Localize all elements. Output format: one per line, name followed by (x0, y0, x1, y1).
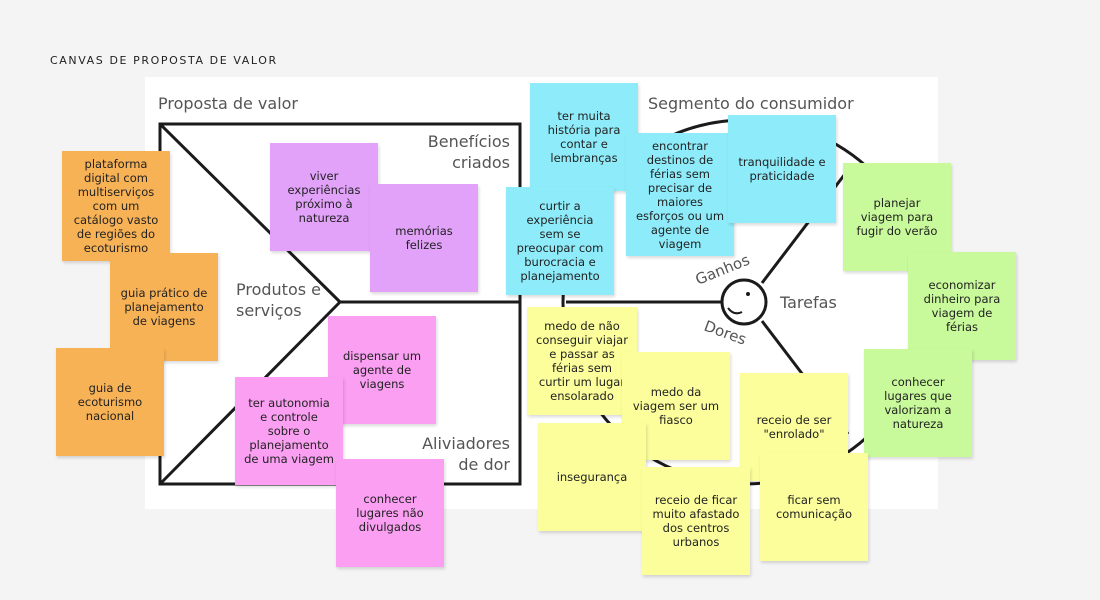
sticky-note-job[interactable]: conhecer lugares que valorizam a naturez… (864, 349, 972, 457)
gain-creators-label: Benefícios criados (427, 132, 510, 172)
products-services-label: Produtos e serviços (236, 280, 322, 320)
sticky-note-pain-reliever[interactable]: ter autonomia e controle sobre o planeja… (235, 377, 343, 485)
sticky-note-gain-creator[interactable]: viver experiências próximo à natureza (270, 143, 378, 251)
sticky-note-pain[interactable]: medo de não conseguir viajar e passar as… (527, 307, 637, 415)
sticky-note-gain[interactable]: ter muita história para contar e lembran… (530, 83, 638, 191)
page-title: CANVAS DE PROPOSTA DE VALOR (50, 54, 278, 67)
sticky-note-pain[interactable]: ficar sem comunicação (760, 453, 868, 561)
sticky-note-gain-creator[interactable]: memórias felizes (370, 184, 478, 292)
customer-segment-label: Segmento do consumidor (648, 94, 854, 113)
sticky-note-pain[interactable]: insegurança (538, 423, 646, 531)
value-proposition-label: Proposta de valor (158, 94, 298, 113)
face-smile (727, 307, 743, 315)
face-eye (746, 292, 750, 296)
jobs-label: Tarefas (780, 293, 837, 312)
customer-face-icon (720, 278, 768, 326)
sticky-note-pain-reliever[interactable]: dispensar um agente de viagens (328, 316, 436, 424)
sticky-note-gain[interactable]: curtir a experiência sem se preocupar co… (506, 187, 614, 295)
sticky-note-gain[interactable]: tranquilidade e praticidade (728, 115, 836, 223)
square-diagonal-top (158, 122, 342, 304)
pain-relievers-label: Aliviadores de dor (422, 434, 510, 474)
sticky-note-pain-reliever[interactable]: conhecer lugares não divulgados (336, 459, 444, 567)
sticky-note-product[interactable]: plataforma digital com multiserviços com… (62, 151, 170, 261)
sticky-note-gain[interactable]: encontrar destinos de férias sem precisa… (626, 133, 734, 256)
sticky-note-pain[interactable]: receio de ficar muito afastado dos centr… (642, 467, 750, 575)
sticky-note-job[interactable]: economizar dinheiro para viagem de féria… (908, 252, 1016, 360)
sticky-note-product[interactable]: guia prático de planejamento de viagens (110, 253, 218, 361)
sticky-note-product[interactable]: guia de ecoturismo nacional (56, 348, 164, 456)
